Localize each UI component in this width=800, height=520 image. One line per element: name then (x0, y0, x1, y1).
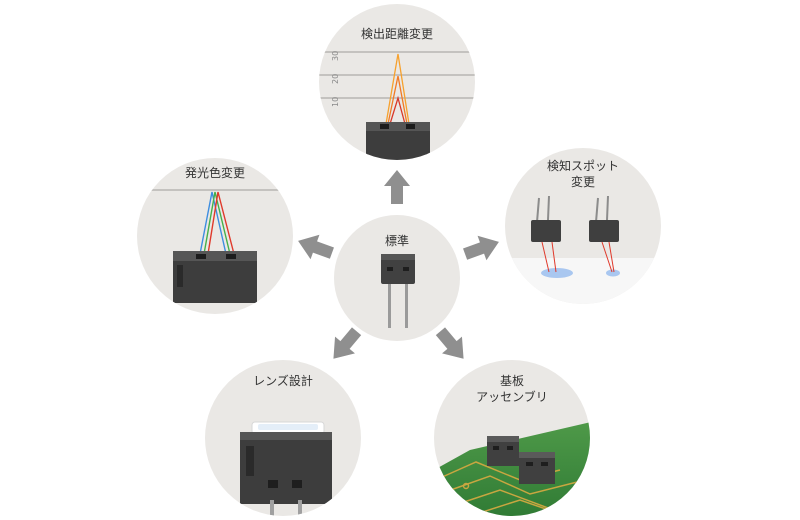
node-detection-spot-label-line2: 変更 (571, 174, 595, 189)
node-lens-design: レンズ設計 (205, 360, 361, 516)
node-board-assembly: 基板 アッセンブリ (434, 360, 590, 516)
sensor-board-1 (487, 436, 519, 466)
light-rays (385, 53, 410, 125)
node-standard: 標準 (334, 215, 460, 341)
node-emission-color-label: 発光色変更 (185, 165, 245, 180)
sensor-spot-narrow (589, 195, 619, 273)
sensor-lens (240, 421, 332, 516)
node-lens-design-label: レンズ設計 (253, 373, 313, 388)
node-board-assembly-label-line2: アッセンブリ (476, 389, 548, 404)
node-detection-spot: 検知スポット 変更 (505, 148, 661, 304)
node-detection-spot-label-line1: 検知スポット (547, 159, 619, 173)
scale-tick-20: 20 (331, 74, 340, 84)
sensor-spot-wide (531, 195, 561, 273)
arrow-down-right (435, 327, 464, 359)
arrow-right (463, 235, 499, 261)
sensor-board-2 (519, 452, 555, 484)
sensor-top (366, 122, 430, 160)
arrow-left (298, 234, 334, 260)
color-rays (199, 191, 235, 255)
node-detection-distance: 検出距離変更 30 20 10 (319, 4, 475, 160)
node-emission-color: 発光色変更 (137, 158, 293, 314)
node-standard-label: 標準 (385, 233, 409, 248)
scale-tick-30: 30 (331, 51, 340, 61)
arrow-up (384, 170, 410, 204)
sensor-standard (381, 254, 415, 328)
sensor-left (173, 251, 257, 303)
node-detection-distance-label: 検出距離変更 (361, 26, 433, 41)
distance-scale: 30 20 10 (331, 51, 340, 107)
node-board-assembly-label-line1: 基板 (500, 374, 524, 388)
scale-tick-10: 10 (331, 97, 340, 107)
arrow-down-left (333, 327, 362, 359)
